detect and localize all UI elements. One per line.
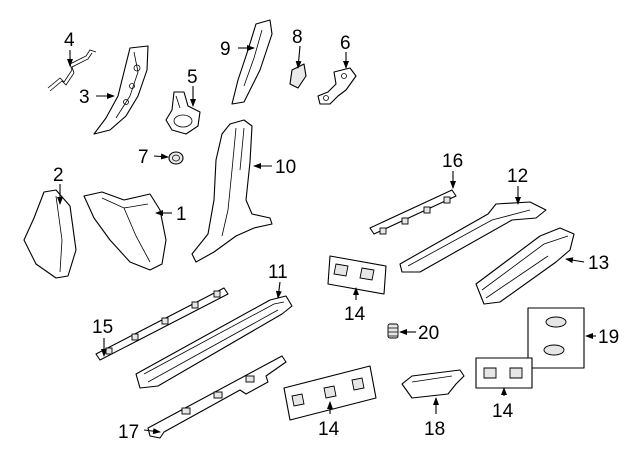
part-3-a-pillar-trim — [93, 45, 149, 135]
callout-13: 13 — [588, 253, 609, 274]
part-11-front-sill-plate — [135, 295, 293, 389]
callout-2: 2 — [53, 165, 64, 186]
callout-4: 4 — [64, 30, 75, 51]
callout-17: 17 — [118, 422, 139, 443]
part-20-push-pin — [387, 323, 399, 339]
callout-16: 16 — [442, 151, 463, 172]
callout-12: 12 — [507, 166, 528, 187]
part-8-clip — [289, 63, 307, 89]
part-9-b-pillar-upper-trim — [231, 19, 273, 105]
callout-10: 10 — [275, 157, 296, 178]
part-14-clip-set-upper — [327, 255, 387, 295]
part-15-clip-strip — [95, 287, 229, 361]
callout-5: 5 — [187, 67, 198, 88]
part-16-clip-strip — [369, 189, 457, 235]
callout-9: 9 — [220, 39, 231, 60]
callout-11: 11 — [268, 262, 288, 283]
part-6-grab-handle — [317, 67, 357, 105]
part-17-bracket-rail — [147, 355, 287, 439]
callout-6: 6 — [340, 33, 351, 54]
part-19-cap-set — [527, 307, 585, 369]
callout-14-upper: 14 — [344, 304, 366, 325]
part-4-wire-clip — [47, 49, 97, 92]
part-2-kick-panel — [23, 189, 77, 279]
part-14-clip-set-lower-left — [283, 365, 377, 421]
part-13-sill-plate-rear — [475, 227, 575, 305]
callout-14-lower-right: 14 — [492, 401, 514, 422]
part-10-b-pillar-lower-trim — [191, 119, 273, 263]
callout-18: 18 — [424, 419, 445, 440]
leader-lines — [57, 45, 596, 435]
callout-15: 15 — [92, 317, 113, 338]
part-1-kick-panel — [83, 191, 167, 271]
part-12-sill-plate — [399, 201, 547, 273]
callout-20: 20 — [418, 323, 439, 344]
part-7-plug — [168, 151, 184, 165]
callout-labels: 4 3 5 7 9 8 6 10 2 1 16 12 13 11 14 15 2… — [53, 27, 619, 443]
callout-19: 19 — [598, 327, 619, 348]
part-14-clip-set-lower-right — [475, 357, 533, 389]
part-5-hook — [165, 91, 201, 135]
callout-1: 1 — [176, 204, 187, 225]
callout-3: 3 — [79, 87, 90, 108]
callout-8: 8 — [292, 27, 303, 48]
callout-7: 7 — [138, 147, 149, 168]
part-18-handle — [401, 369, 465, 399]
callout-14-lower-left: 14 — [318, 419, 340, 440]
